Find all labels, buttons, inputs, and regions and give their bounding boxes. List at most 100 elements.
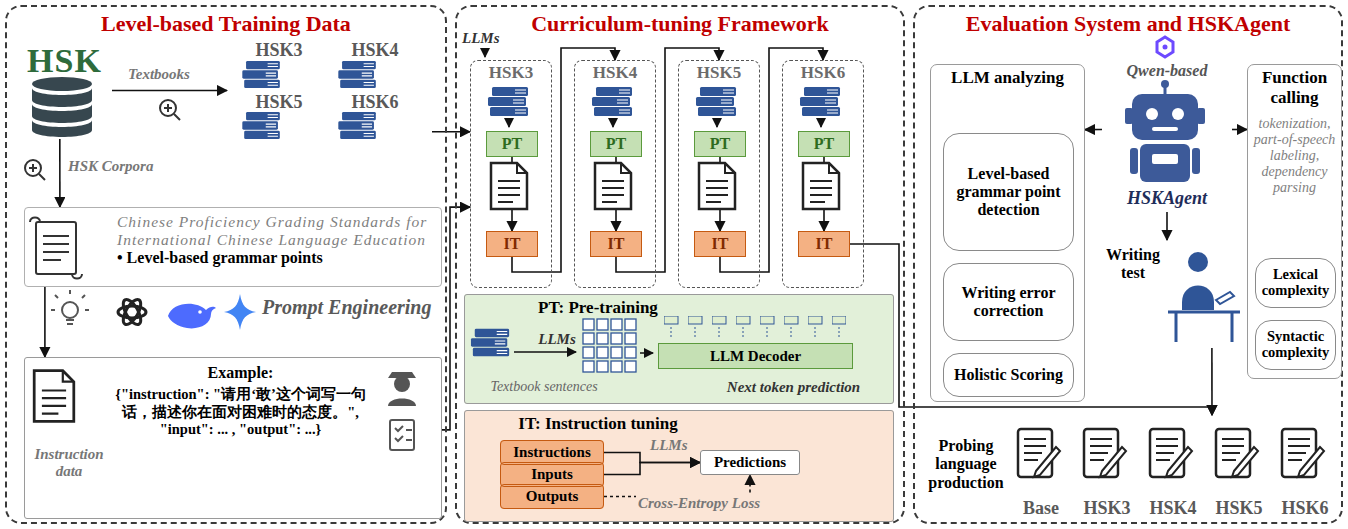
node-text: Textbook sentences bbox=[469, 379, 619, 395]
instruction-box: Example:{"instruction": "请用‘敢’这个词写一句话，描述… bbox=[24, 357, 442, 519]
node-text: Base bbox=[1023, 498, 1059, 519]
node-text: PT bbox=[606, 135, 626, 153]
node-text: Predictions bbox=[714, 454, 786, 471]
free-label: LLMs bbox=[462, 30, 522, 47]
text-holder: Qwen-based bbox=[1102, 62, 1232, 80]
writing-test: Writing test bbox=[1100, 240, 1245, 348]
node-text: LLM Decoder bbox=[710, 348, 801, 365]
node-text: • Level-based grammar points bbox=[117, 249, 323, 267]
connector bbox=[432, 131, 470, 133]
node-text: IT bbox=[504, 235, 521, 253]
task-box: Writing error correction bbox=[943, 263, 1074, 341]
agent-node: Qwen-basedHSKAgent bbox=[1102, 62, 1232, 212]
panel: Level-based Training DataHSK HSK3 HSK4HSK5… bbox=[5, 5, 447, 524]
node-text: HSK3 bbox=[239, 40, 319, 61]
node-text: HSK5 bbox=[1215, 498, 1262, 519]
node-text: PT bbox=[502, 135, 522, 153]
box-fill bbox=[500, 484, 604, 509]
edge-label: Cross-Entropy Loss bbox=[636, 495, 762, 512]
node-text: IT bbox=[608, 235, 625, 253]
node-text: Instruction data bbox=[29, 446, 109, 480]
node-text: PT: Pre-training bbox=[473, 298, 723, 318]
text-holder: Next token prediction bbox=[701, 379, 886, 396]
text-holder: PT: Pre-training bbox=[473, 298, 723, 318]
node-text: HSK6 bbox=[801, 63, 845, 83]
node-text: Qwen-based bbox=[1102, 62, 1232, 80]
node-text: HSK bbox=[17, 42, 112, 80]
node-text: Curriculum-tuning Framework bbox=[531, 11, 829, 37]
it-box: IT bbox=[694, 231, 746, 257]
level-column: HSK4PT IT bbox=[574, 60, 656, 288]
task-box: Holistic Scoring bbox=[943, 353, 1074, 397]
node-text: IT bbox=[816, 235, 833, 253]
text-holder: HSK3 bbox=[239, 40, 319, 61]
edge-label: LLMs bbox=[648, 437, 690, 454]
input-box: Outputs bbox=[500, 484, 604, 509]
node-text: LLM analyzing bbox=[951, 68, 1064, 88]
box-fill bbox=[798, 231, 850, 257]
panel: Evaluation System and HSKAgentLLM analyz… bbox=[913, 5, 1343, 524]
node-text: HSKAgent bbox=[1102, 188, 1232, 209]
node-text: PT bbox=[710, 135, 730, 153]
text-holder: HSKAgent bbox=[1102, 188, 1232, 209]
node-text: Level-based grammar point detection bbox=[949, 165, 1068, 219]
text-holder: IT: Instruction tuning bbox=[473, 414, 723, 434]
corpus-logo: HSK bbox=[17, 42, 112, 139]
node-text: HSK4 bbox=[335, 40, 415, 61]
text-holder: HSK bbox=[17, 42, 112, 80]
standards-box: Chinese Proficiency Grading Standards fo… bbox=[24, 207, 442, 287]
node-text: Level-based Training Data bbox=[101, 11, 351, 37]
it-box: IT bbox=[486, 231, 538, 257]
box-fill bbox=[464, 294, 894, 404]
essay-doc: Base bbox=[1012, 420, 1070, 520]
node-text: IT: Instruction tuning bbox=[473, 414, 723, 434]
node-text: Holistic Scoring bbox=[954, 366, 1063, 384]
essay-doc: HSK4 bbox=[1144, 420, 1202, 520]
text-holder: HSK4 bbox=[335, 40, 415, 61]
node-text: Syntactic complexity bbox=[1261, 329, 1330, 361]
text-holder: Probing language production bbox=[922, 437, 1010, 492]
text-holder: Example: bbox=[113, 364, 368, 382]
output-box: Predictions bbox=[700, 450, 800, 475]
node-text: tokenization, part-of-speech labeling, d… bbox=[1253, 116, 1336, 196]
decoder-box: LLM Decoder bbox=[658, 343, 853, 369]
connector bbox=[604, 475, 750, 497]
node-text: HSK6 bbox=[335, 92, 415, 113]
node-text: HSK4 bbox=[593, 63, 637, 83]
box-fill bbox=[694, 131, 746, 157]
text-holder: HSK6 bbox=[335, 92, 415, 113]
node-text: Probing language production bbox=[922, 437, 1010, 492]
node-text: Outputs bbox=[526, 488, 579, 505]
node-text: Instructions bbox=[513, 444, 591, 461]
it-box: IT bbox=[798, 231, 850, 257]
essay-doc: HSK3 bbox=[1078, 420, 1136, 520]
node-text: HSK5 bbox=[697, 63, 741, 83]
pt-box: PT bbox=[694, 131, 746, 157]
node-text: PT bbox=[814, 135, 834, 153]
box-fill bbox=[590, 231, 642, 257]
probing-group: Probing language productionBase HSK3 HSK4 H… bbox=[920, 415, 1342, 523]
connector bbox=[604, 463, 700, 475]
node-text: HSK3 bbox=[1083, 498, 1130, 519]
node-text: Function calling bbox=[1253, 68, 1336, 108]
box-fill bbox=[464, 410, 894, 522]
node-text: Chinese Proficiency Grading Standards fo… bbox=[117, 213, 435, 249]
node-text: IT bbox=[712, 235, 729, 253]
box-fill bbox=[700, 450, 800, 475]
text-holder: Instruction data bbox=[29, 446, 109, 480]
node-text: Writing error correction bbox=[949, 284, 1068, 320]
level-column: HSK5PT IT bbox=[678, 60, 760, 288]
metric-box: Lexical complexity bbox=[1255, 258, 1336, 308]
pretraining-box: PT: Pre-trainingLLMsTextbook sentencesNe… bbox=[464, 294, 894, 404]
pt-box: PT bbox=[590, 131, 642, 157]
node-text: HSK5 bbox=[239, 92, 319, 113]
text-holder: Writing test bbox=[1103, 246, 1163, 282]
node-text: HSK4 bbox=[1149, 498, 1196, 519]
node-text: Evaluation System and HSKAgent bbox=[966, 11, 1291, 37]
node-text: HSK3 bbox=[489, 63, 533, 83]
connector bbox=[1232, 129, 1247, 131]
text-holder: Textbook sentences bbox=[469, 379, 619, 395]
node-text: Next token prediction bbox=[701, 379, 886, 396]
box-fill bbox=[590, 131, 642, 157]
